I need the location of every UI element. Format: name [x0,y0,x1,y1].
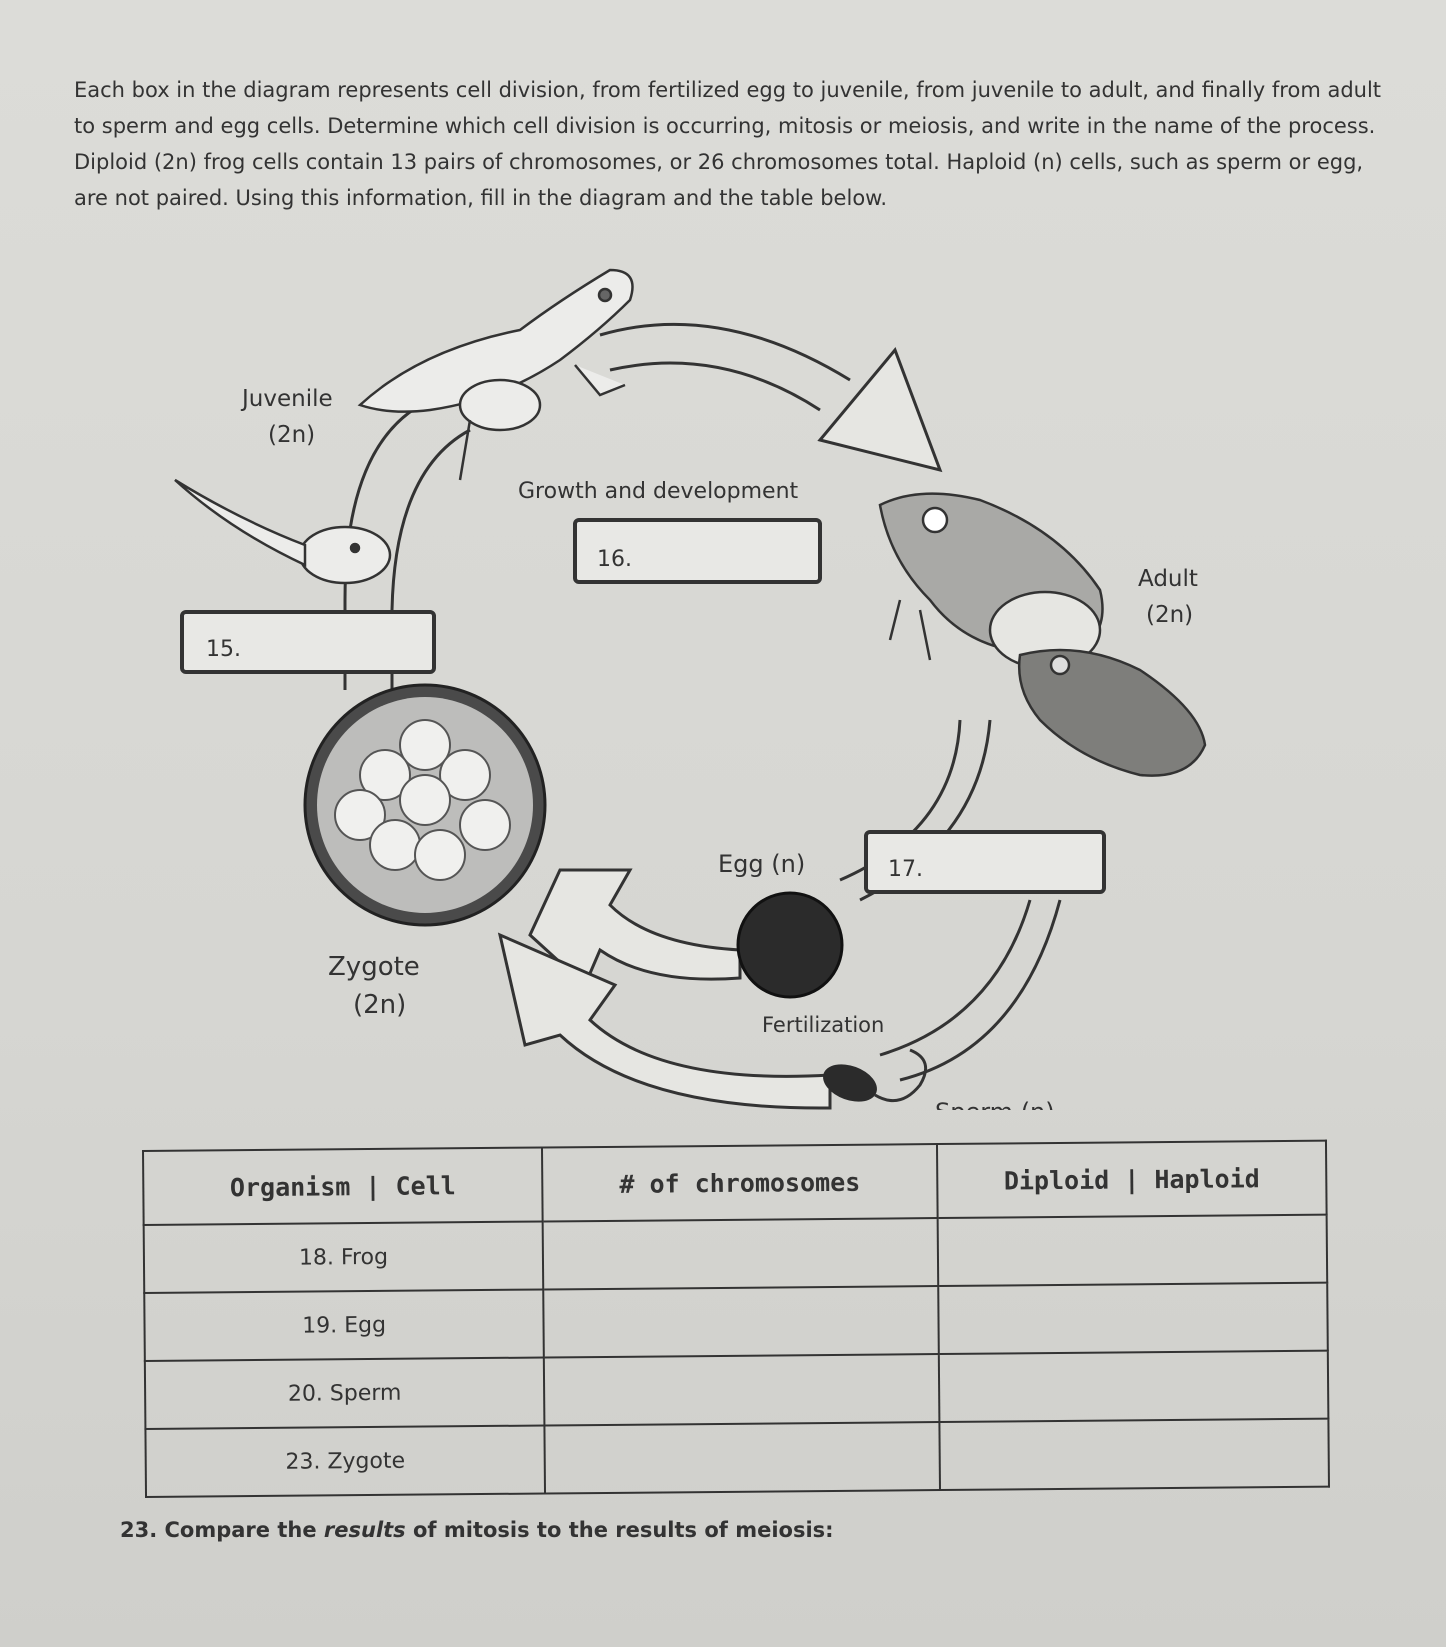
row-sperm-chromosomes-cell[interactable] [543,1354,940,1426]
sperm-label: Sperm (n) [935,1098,1055,1110]
chromosome-table: Organism | Cell # of chromosomes Diploid… [142,1140,1330,1498]
answer-box-17[interactable]: 17. [864,830,1106,894]
table-row: 18. Frog [143,1214,1328,1293]
row-frog-label: 18. Frog [143,1221,544,1293]
row-egg-ploidy-cell[interactable] [938,1282,1328,1355]
egg-cell-illustration [736,891,844,999]
adult-frogs-illustration [878,492,1207,777]
egg-label: Egg (n) [718,850,805,878]
instructions-paragraph-2: Diploid (2n) frog cells contain 13 pairs… [74,150,1364,210]
adult-ploidy-label: (2n) [1146,602,1193,628]
instructions-paragraph-1: Each box in the diagram represents cell … [74,78,1382,138]
header-chromosomes: # of chromosomes [542,1144,938,1222]
header-organism-cell: Organism | Cell [143,1147,543,1225]
adult-label: Adult [1138,566,1198,592]
frog-life-cycle-diagram: 16. 15. 17. Juvenile (2n) Growth and dev… [174,268,1207,1110]
juvenile-label: Juvenile [240,386,333,412]
row-zygote-ploidy-cell[interactable] [939,1418,1329,1491]
table-header-row: Organism | Cell # of chromosomes Diploid… [143,1140,1327,1225]
sperm-cell-illustration [823,1048,928,1103]
juvenile-frog-illustration [357,268,634,481]
growth-arrowhead [817,347,943,473]
instructions: Each box in the diagram represents cell … [74,72,1394,216]
juvenile-ploidy-label: (2n) [268,422,315,448]
question-23-emphasis: results [323,1518,406,1542]
row-zygote-chromosomes-cell[interactable] [544,1422,940,1494]
zygote-ploidy-label: (2n) [353,990,406,1020]
answer-box-16[interactable]: 16. [573,518,822,584]
row-frog-ploidy-cell[interactable] [937,1214,1328,1287]
question-23: 23. Compare the results of mitosis to th… [120,1518,834,1542]
box-17-label: 17. [888,857,923,882]
row-egg-chromosomes-cell[interactable] [543,1286,939,1358]
tadpole-illustration [174,478,392,585]
question-23-suffix: of mitosis to the results of meiosis: [405,1518,834,1542]
box-15-label: 15. [206,637,241,662]
fertilization-label: Fertilization [762,1013,884,1037]
row-sperm-label: 20. Sperm [144,1357,545,1429]
question-23-prefix: 23. Compare the [120,1518,324,1542]
row-zygote-label: 23. Zygote [145,1425,546,1497]
row-egg-label: 19. Egg [144,1289,544,1361]
row-sperm-ploidy-cell[interactable] [938,1350,1329,1423]
table-row: 23. Zygote [145,1418,1329,1497]
row-frog-chromosomes-cell[interactable] [542,1218,939,1290]
zygote-label: Zygote [328,952,420,982]
egg-mass-illustration [303,683,547,927]
growth-arrow [343,322,851,690]
answer-box-15[interactable]: 15. [180,610,436,674]
growth-label: Growth and development [518,479,799,504]
box-16-label: 16. [597,547,632,572]
table-row: 19. Egg [144,1282,1328,1361]
table-row: 20. Sperm [144,1350,1329,1429]
header-diploid-haploid: Diploid | Haploid [936,1140,1327,1219]
fertilization-arrow [497,868,832,1110]
